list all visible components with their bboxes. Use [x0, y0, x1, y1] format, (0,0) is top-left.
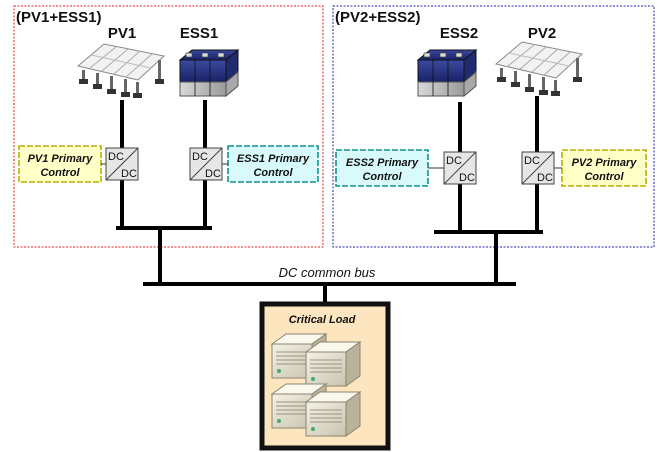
ess1-control-box — [227, 145, 319, 183]
ess2-label: ESS2 — [440, 25, 478, 42]
pv1-label: PV1 — [108, 25, 136, 42]
converter-label-out: DC — [459, 172, 475, 184]
ess2-control-line1: ESS2 Primary — [346, 157, 419, 169]
ess1-control-line2: Control — [253, 167, 293, 179]
ess1-label: ESS1 — [180, 25, 218, 42]
converter-ess2: DC DC — [443, 151, 477, 185]
converter-label-in: DC — [446, 155, 462, 167]
cluster1-title: (PV1+ESS1) — [16, 9, 101, 26]
converter-label-out: DC — [537, 172, 553, 184]
pv2-label: PV2 — [528, 25, 556, 42]
cluster2-frame — [332, 5, 655, 248]
ess2-control-line2: Control — [362, 171, 402, 183]
battery-icon — [179, 49, 239, 97]
pv2-control-box — [561, 149, 647, 187]
cluster1-frame — [13, 5, 324, 248]
pv2-control-line2: Control — [584, 171, 624, 183]
solar-panel-icon — [77, 43, 165, 99]
ess1-control-line1: ESS1 Primary — [237, 153, 310, 165]
server-icon — [305, 341, 361, 387]
converter-label-in: DC — [192, 151, 208, 163]
cluster2-title: (PV2+ESS2) — [335, 9, 420, 26]
converter-label-in: DC — [108, 151, 124, 163]
solar-panel-icon — [495, 41, 583, 97]
server-icon — [305, 391, 361, 437]
pv1-control-line2: Control — [40, 167, 80, 179]
pv2-control-line1: PV2 Primary — [572, 157, 638, 169]
converter-label-in: DC — [524, 155, 540, 167]
bus-label: DC common bus — [279, 265, 376, 280]
converter-label-out: DC — [121, 168, 137, 180]
converter-pv2: DC DC — [521, 151, 555, 185]
critical-load-label: Critical Load — [289, 314, 356, 326]
battery-icon — [417, 49, 477, 97]
converter-label-out: DC — [205, 168, 221, 180]
converter-pv1: DC DC — [105, 147, 139, 181]
converter-ess1: DC DC — [189, 147, 223, 181]
pv1-control-line1: PV1 Primary — [28, 153, 94, 165]
